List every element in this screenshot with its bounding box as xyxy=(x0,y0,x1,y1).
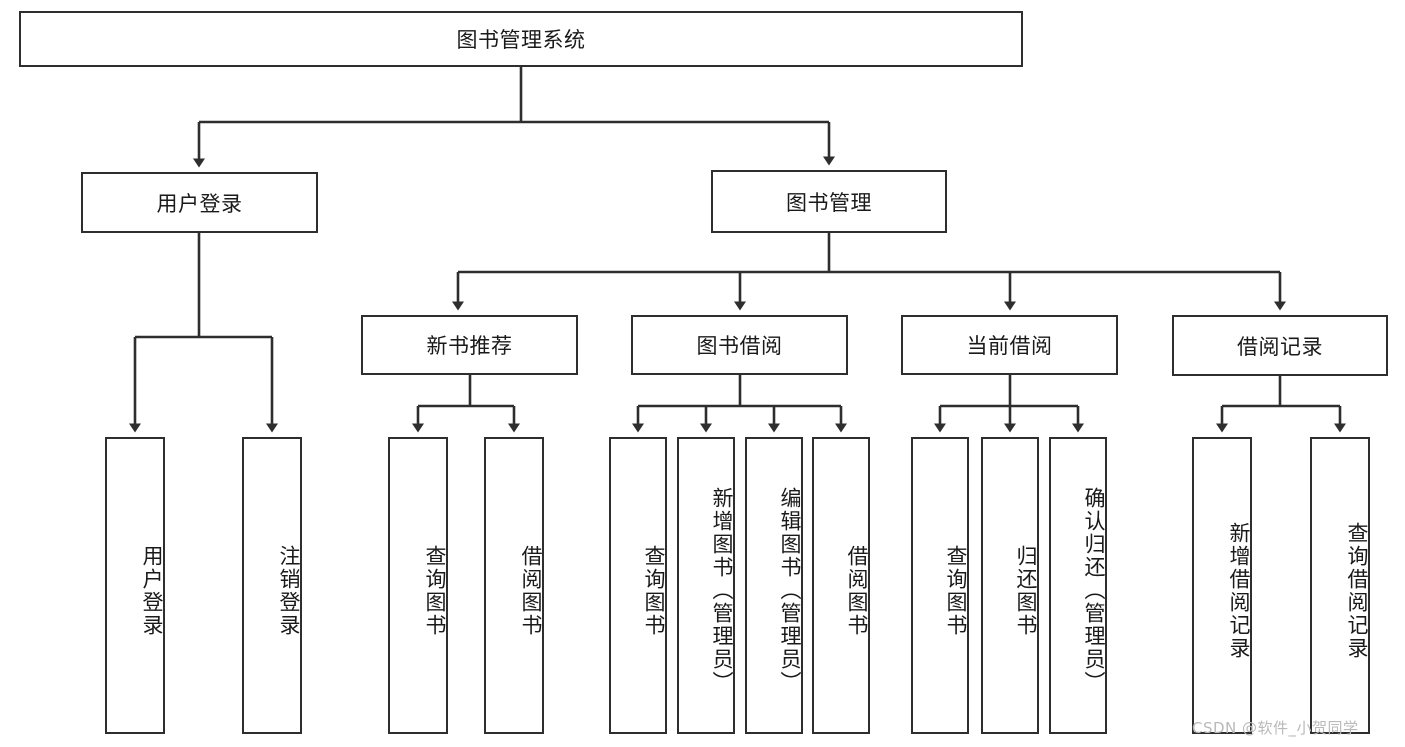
node-label: 图书管理 xyxy=(786,190,872,215)
node-borrow-record[interactable]: 借阅记录 xyxy=(1172,315,1388,376)
node-new-book-recommendation[interactable]: 新书推荐 xyxy=(361,315,578,375)
node-root-system[interactable]: 图书管理系统 xyxy=(19,11,1023,67)
leaf-user-login[interactable]: 用户登录 xyxy=(105,437,165,734)
node-label: 借阅图书 xyxy=(519,544,543,637)
node-label: 注销登录 xyxy=(277,544,301,637)
node-label: 借阅记录 xyxy=(1237,334,1323,359)
leaf-query-book-current[interactable]: 查询图书 xyxy=(911,437,969,734)
node-label: 查询借阅记录 xyxy=(1345,521,1369,660)
leaf-confirm-return-admin[interactable]: 确认归还（管理员） xyxy=(1049,437,1107,734)
leaf-query-book-newbook[interactable]: 查询图书 xyxy=(388,437,448,734)
node-book-borrow[interactable]: 图书借阅 xyxy=(631,315,848,375)
node-label: 查询图书 xyxy=(423,544,447,637)
node-label: 归还图书 xyxy=(1014,544,1038,637)
node-label: 图书管理系统 xyxy=(456,28,586,52)
leaf-query-book-borrow[interactable]: 查询图书 xyxy=(609,437,667,734)
node-label: 新增图书（管理员） xyxy=(710,487,734,694)
node-label: 新增借阅记录 xyxy=(1227,521,1251,660)
leaf-borrow-book-newbook[interactable]: 借阅图书 xyxy=(484,437,544,734)
leaf-return-book[interactable]: 归还图书 xyxy=(981,437,1039,734)
node-label: 用户登录 xyxy=(156,191,243,216)
node-label: 图书借阅 xyxy=(696,334,783,358)
node-label: 借阅图书 xyxy=(845,544,869,637)
node-label: 当前借阅 xyxy=(966,334,1053,358)
node-label: 查询图书 xyxy=(944,544,968,637)
node-current-borrow[interactable]: 当前借阅 xyxy=(901,315,1118,375)
node-user-login[interactable]: 用户登录 xyxy=(81,172,318,233)
leaf-add-book-admin[interactable]: 新增图书（管理员） xyxy=(677,437,735,734)
node-label: 查询图书 xyxy=(642,544,666,637)
node-book-management[interactable]: 图书管理 xyxy=(711,170,947,233)
leaf-borrow-book[interactable]: 借阅图书 xyxy=(812,437,870,734)
leaf-add-borrow-record[interactable]: 新增借阅记录 xyxy=(1192,437,1252,734)
leaf-edit-book-admin[interactable]: 编辑图书（管理员） xyxy=(745,437,803,734)
node-label: 编辑图书（管理员） xyxy=(778,487,802,694)
node-label: 用户登录 xyxy=(140,544,164,637)
leaf-logout[interactable]: 注销登录 xyxy=(242,437,302,734)
node-label: 新书推荐 xyxy=(426,334,513,358)
node-label: 确认归还（管理员） xyxy=(1082,487,1106,694)
leaf-query-borrow-record[interactable]: 查询借阅记录 xyxy=(1310,437,1370,734)
